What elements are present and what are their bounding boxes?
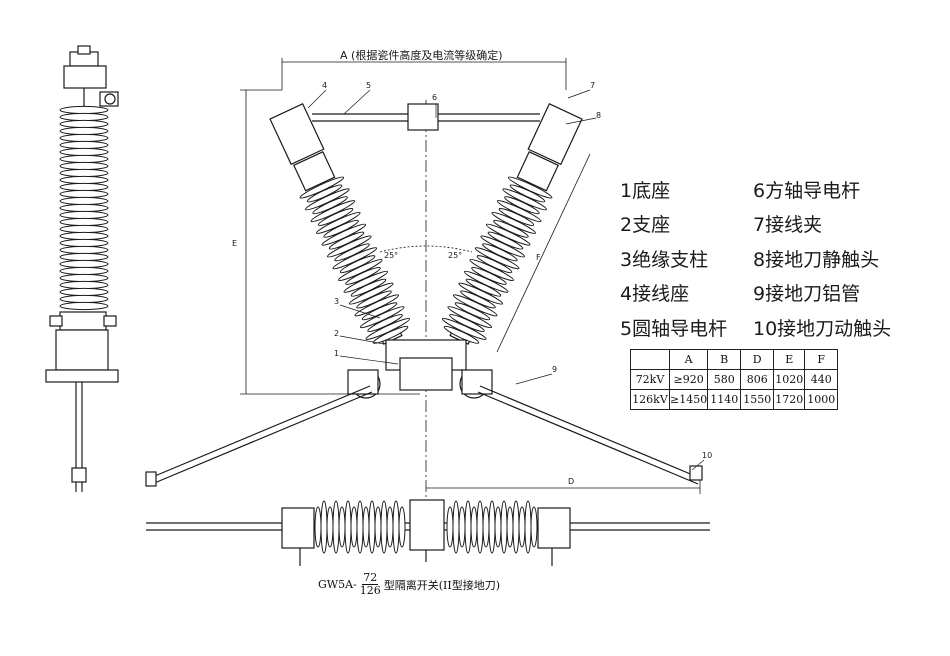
- legend-item: 8接地刀静触头: [753, 248, 880, 271]
- callout-5: 5: [366, 81, 371, 90]
- spec-header-row: A B D E F: [630, 349, 839, 370]
- spec-cell: 580: [707, 369, 742, 390]
- legend-item: 6方轴导电杆: [753, 179, 861, 202]
- callout-6: 6: [432, 93, 437, 102]
- dimension-e-label: E: [232, 239, 237, 248]
- angle-right-label: 25°: [448, 251, 462, 260]
- caption-prefix: GW5A-: [318, 578, 357, 591]
- spec-header: A: [668, 349, 709, 370]
- left-insulator: [269, 103, 411, 345]
- callout-4: 4: [322, 81, 327, 90]
- spec-cell: 1550: [740, 389, 775, 410]
- right-insulator: [441, 103, 583, 345]
- legend-item: 4接线座: [620, 283, 690, 306]
- callout-7: 7: [590, 81, 595, 90]
- spec-cell: ≥920: [668, 369, 709, 390]
- caption-fraction: 72 126: [360, 572, 381, 597]
- callout-1: 1: [334, 349, 339, 358]
- legend-row: 4接线座 9接地刀铝管: [620, 276, 920, 311]
- spec-cell: 440: [804, 369, 839, 390]
- callout-10: 10: [702, 451, 712, 460]
- spec-header: F: [804, 349, 839, 370]
- caption-denominator: 126: [359, 584, 381, 597]
- base: [347, 339, 493, 399]
- spec-cell: 806: [740, 369, 775, 390]
- caption-suffix: 型隔离开关(II型接地刀): [383, 578, 501, 592]
- spec-row: 126kV ≥1450 1140 1550 1720 1000: [630, 389, 839, 410]
- dimension-f-label: F: [536, 253, 541, 262]
- legend-item: 1底座: [620, 179, 671, 202]
- legend-row: 3绝缘支柱 8接地刀静触头: [620, 241, 920, 276]
- legend-item: 3绝缘支柱: [620, 248, 709, 271]
- callout-9: 9: [552, 365, 557, 374]
- legend-item: 7接线夹: [753, 214, 823, 237]
- callout-2: 2: [334, 329, 339, 338]
- angle-left-label: 25°: [384, 251, 398, 260]
- legend-item: 9接地刀铝管: [753, 283, 861, 306]
- legend-row: 1底座 6方轴导电杆: [620, 172, 920, 207]
- legend-item: 10接地刀动触头: [753, 317, 892, 340]
- drawing-caption: GW5A- 72 126 型隔离开关(II型接地刀): [318, 572, 500, 597]
- spec-cell: 1000: [804, 389, 839, 410]
- spec-cell: 72kV: [630, 369, 670, 390]
- caption-numerator: 72: [362, 571, 379, 585]
- legend-row: 2支座 7接线夹: [620, 207, 920, 242]
- top-view-assembly: [146, 499, 710, 566]
- legend-item: 5圆轴导电杆: [620, 317, 728, 340]
- component-legend: 1底座 6方轴导电杆 2支座 7接线夹 3绝缘支柱 8接地刀静触头 4接线座 9…: [620, 172, 920, 345]
- earthing-blades: [145, 385, 703, 487]
- callout-3: 3: [334, 297, 339, 306]
- legend-item: 2支座: [620, 214, 671, 237]
- callout-leaders: [307, 89, 705, 471]
- spec-header: D: [740, 349, 775, 370]
- spec-header: B: [707, 349, 742, 370]
- spec-cell: 126kV: [630, 389, 670, 410]
- dimension-a-label: A (根据瓷件高度及电流等级确定): [340, 48, 503, 62]
- legend-row: 5圆轴导电杆 10接地刀动触头: [620, 310, 920, 345]
- conductor-rod: [312, 103, 540, 131]
- dimension-d-label: D: [568, 477, 574, 486]
- spec-cell: 1720: [773, 389, 806, 410]
- side-view-insulator: [45, 45, 119, 492]
- spec-table: A B D E F 72kV ≥920 580 806 1020 440 126…: [630, 349, 839, 410]
- dimension-lines: [240, 58, 701, 500]
- spec-cell: ≥1450: [668, 389, 709, 410]
- spec-cell: 1020: [773, 369, 806, 390]
- spec-cell: 1140: [707, 389, 742, 410]
- spec-header: E: [773, 349, 806, 370]
- spec-header: [630, 349, 670, 370]
- callout-8: 8: [596, 111, 601, 120]
- spec-row: 72kV ≥920 580 806 1020 440: [630, 369, 839, 390]
